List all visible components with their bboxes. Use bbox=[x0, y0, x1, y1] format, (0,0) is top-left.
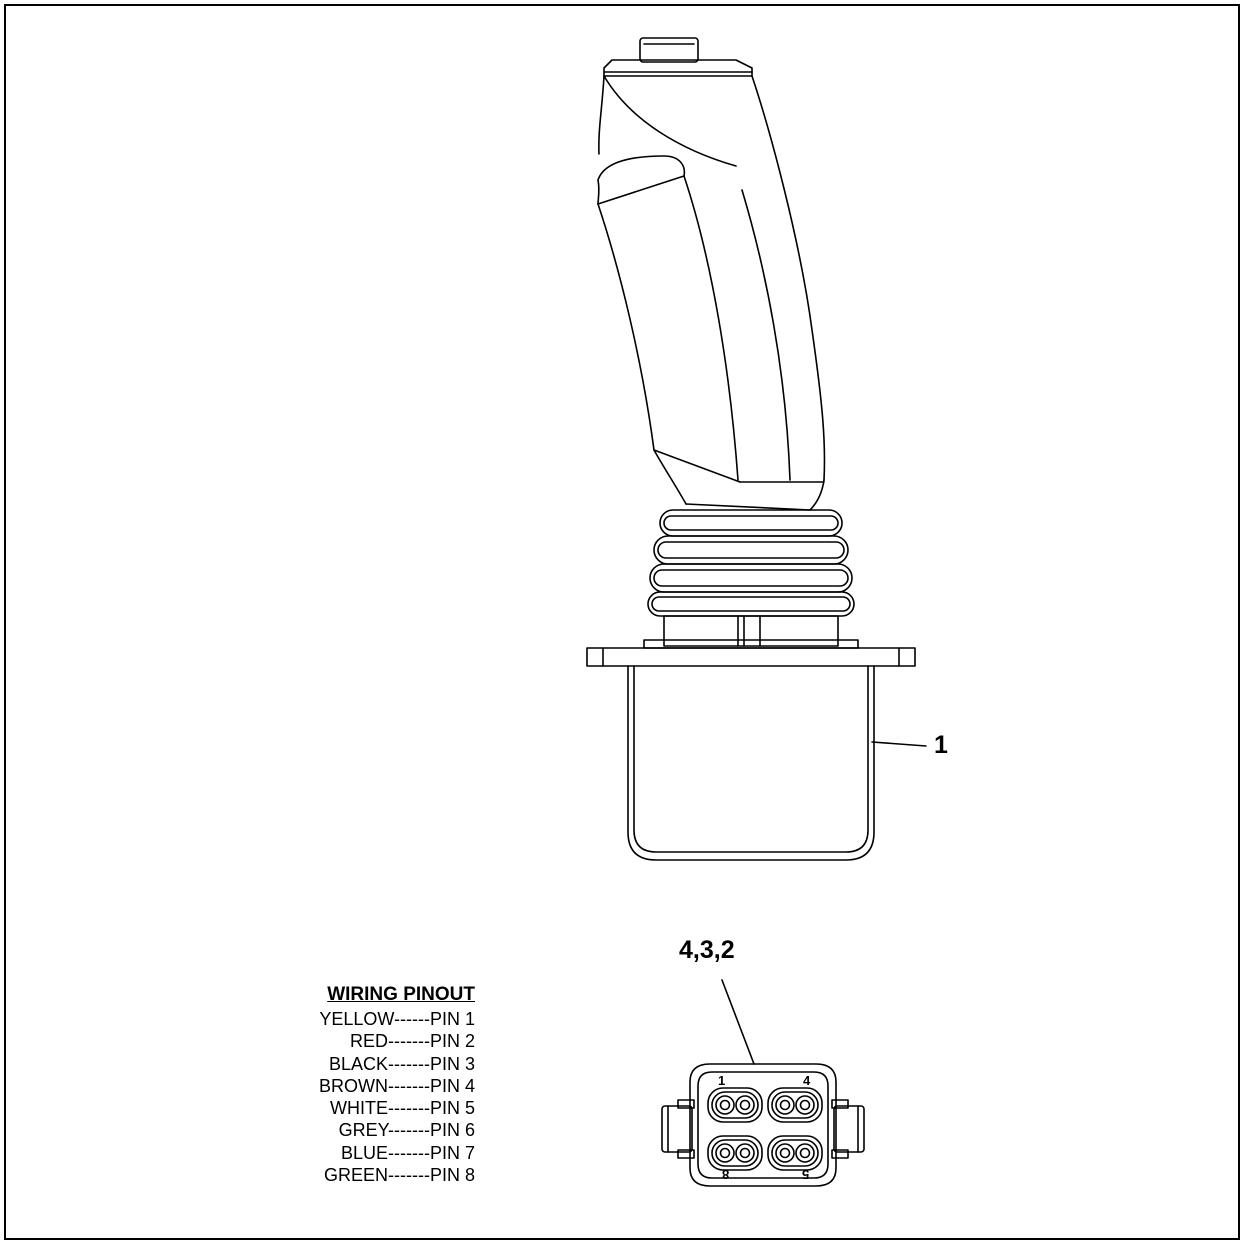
pin-cavity-1-2 bbox=[707, 1087, 763, 1123]
pinout-row: BLACK-------PIN 3 bbox=[328, 1053, 475, 1074]
grip-top-tab bbox=[639, 37, 699, 63]
wiring-pinout: WIRING PINOUT YELLOW------PIN 1 RED-----… bbox=[319, 985, 475, 1186]
pin-cavity-3-4 bbox=[767, 1087, 823, 1123]
pinout-row: GREEN-------PIN 8 bbox=[324, 1165, 475, 1186]
mounting-flange bbox=[586, 647, 916, 667]
pinout-row: YELLOW------PIN 1 bbox=[319, 1009, 475, 1029]
pin-number-4: 4 bbox=[803, 1073, 811, 1088]
pin-number-5: 5 bbox=[802, 1167, 810, 1182]
wiring-pinout-heading: WIRING PINOUT bbox=[327, 984, 475, 1005]
pin-cavity-7-8 bbox=[707, 1135, 763, 1171]
pin-cavity-5-6 bbox=[767, 1135, 823, 1171]
pinout-row: GREY-------PIN 6 bbox=[338, 1120, 475, 1141]
deutsch-connector bbox=[661, 1063, 865, 1187]
pinout-row: RED-------PIN 2 bbox=[350, 1031, 475, 1052]
base-housing bbox=[627, 665, 875, 861]
leader-line-1 bbox=[871, 741, 927, 747]
pin-number-1: 1 bbox=[718, 1073, 726, 1088]
callout-item-1: 1 bbox=[934, 731, 948, 759]
pin-number-8: 8 bbox=[722, 1167, 730, 1182]
pinout-row: WHITE-------PIN 5 bbox=[330, 1098, 475, 1119]
joystick-collar bbox=[643, 615, 859, 649]
joystick-boot bbox=[647, 503, 855, 617]
drawing-frame bbox=[4, 4, 1240, 1240]
joystick-grip bbox=[597, 59, 826, 511]
pinout-row: BROWN-------PIN 4 bbox=[319, 1075, 475, 1096]
leader-line-432 bbox=[721, 979, 755, 1065]
pinout-row: BLUE-------PIN 7 bbox=[341, 1142, 475, 1163]
callout-item-432: 4,3,2 bbox=[679, 936, 735, 964]
